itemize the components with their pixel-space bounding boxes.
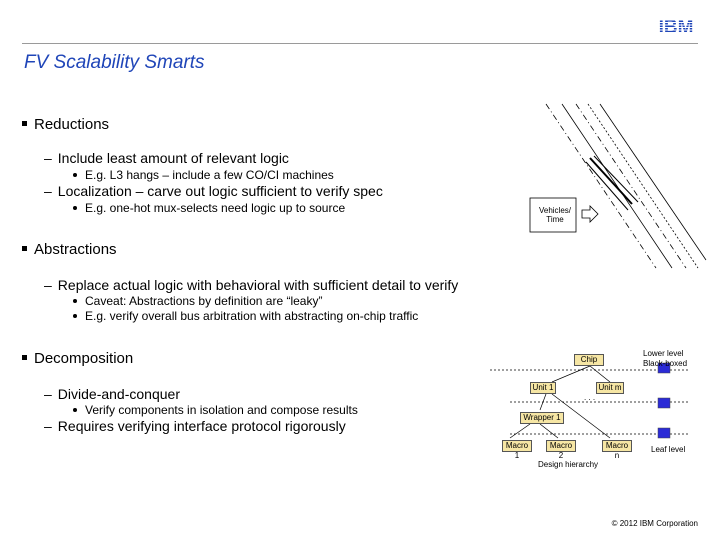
- arrow-right-icon: [581, 205, 599, 223]
- dash-bullet: –: [44, 277, 52, 293]
- reductions-item-1: –Include least amount of relevant logic: [44, 150, 289, 166]
- dash-bullet: –: [44, 386, 52, 402]
- round-bullet-icon: [73, 313, 77, 318]
- round-bullet-icon: [73, 172, 77, 177]
- unit-m-box: Unit m: [596, 382, 624, 394]
- hierarchy-lines: [490, 362, 690, 439]
- decomposition-item-2: –Requires verifying interface protocol r…: [44, 418, 346, 434]
- decomposition-item-1: –Divide-and-conquer: [44, 386, 180, 402]
- dash-bullet: –: [44, 150, 52, 166]
- svg-text:IBM: IBM: [659, 17, 694, 37]
- road-figure: [529, 103, 707, 269]
- macro-n-box: Macro n: [602, 440, 632, 460]
- vehicles-time-label: Vehicles/ Time: [538, 206, 572, 224]
- round-bullet-icon: [73, 298, 77, 303]
- black-box-marker-2: [657, 397, 671, 409]
- dash-bullet: –: [44, 418, 52, 434]
- square-bullet-icon: [22, 120, 27, 126]
- reductions-item-1-sub-1: E.g. L3 hangs – include a few CO/CI mach…: [73, 168, 334, 182]
- design-hierarchy-caption: Design hierarchy: [538, 460, 599, 469]
- chip-box: Chip: [574, 354, 604, 366]
- wrapper-1-box: Wrapper 1: [520, 412, 564, 424]
- bullet-abstractions: Abstractions: [22, 241, 117, 258]
- abstractions-item-1-sub-2: E.g. verify overall bus arbitration with…: [73, 309, 418, 323]
- bullet-reductions: Reductions: [22, 116, 109, 133]
- decomposition-item-1-sub-1: Verify components in isolation and compo…: [73, 403, 358, 417]
- ibm-logo: IBM: [652, 17, 700, 37]
- macro-2-box: Macro 2: [546, 440, 576, 460]
- abstractions-item-1: –Replace actual logic with behavioral wi…: [44, 277, 459, 293]
- round-bullet-icon: [73, 407, 77, 412]
- slide-title: FV Scalability Smarts: [24, 52, 205, 73]
- unit-1-box: Unit 1: [530, 382, 556, 394]
- leaf-level-label: Leaf level: [651, 445, 686, 454]
- black-box-marker-1: [657, 362, 671, 374]
- header-divider: [22, 43, 698, 44]
- reductions-item-2: –Localization – carve out logic sufficie…: [44, 183, 383, 199]
- reductions-item-2-sub-1: E.g. one-hot mux-selects need logic up t…: [73, 201, 345, 215]
- dash-bullet: –: [44, 183, 52, 199]
- lower-level-label: Lower level Black-boxed: [643, 349, 688, 368]
- square-bullet-icon: [22, 354, 27, 360]
- unit-ellipsis: . . .: [584, 393, 596, 402]
- round-bullet-icon: [73, 205, 77, 210]
- abstractions-item-1-sub-1: Caveat: Abstractions by definition are “…: [73, 294, 322, 308]
- square-bullet-icon: [22, 245, 27, 251]
- bullet-decomposition: Decomposition: [22, 350, 133, 367]
- copyright-footer: © 2012 IBM Corporation: [611, 519, 698, 528]
- black-box-marker-3: [657, 427, 671, 439]
- macro-1-box: Macro 1: [502, 440, 532, 460]
- vehicles-time-box: [529, 197, 577, 233]
